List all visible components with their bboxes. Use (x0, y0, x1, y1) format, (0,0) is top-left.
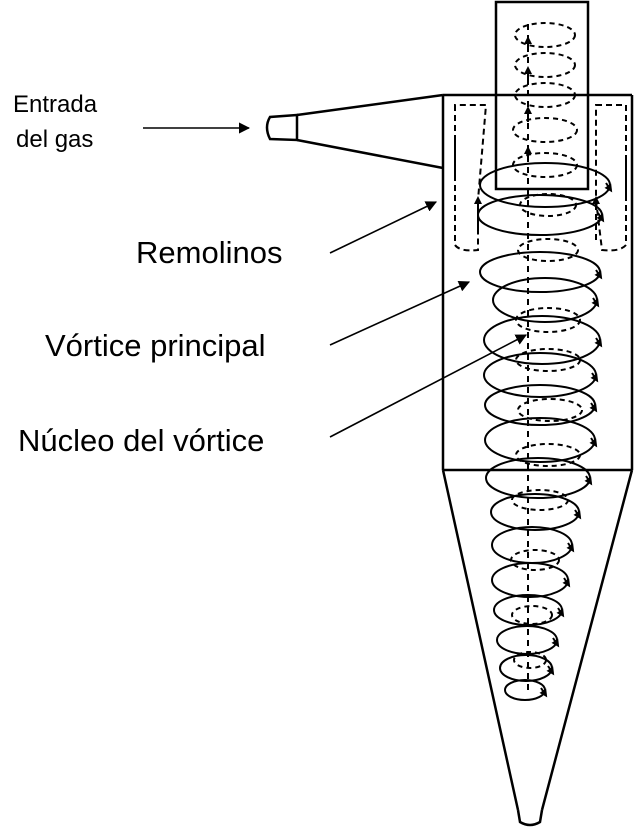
main-vortex-turn (490, 493, 580, 531)
main-vortex-arrow (584, 475, 593, 486)
dust-outlet (516, 809, 544, 827)
main-vortex-turn (485, 457, 591, 499)
cone-wall (441, 469, 634, 811)
main-vortex-label: Vórtice principal (45, 328, 266, 363)
main-vortex-turn (499, 654, 553, 682)
main-vortex-leader (329, 281, 471, 346)
core-vortex-turn (511, 489, 569, 511)
main-vortex-arrow (551, 637, 560, 648)
main-vortex-arrow (596, 212, 605, 223)
main-vortex-spiral (477, 162, 613, 701)
main-vortex-arrow (556, 607, 565, 618)
core-vortex-turn (512, 117, 578, 143)
main-vortex-arrow (594, 337, 603, 348)
main-vortex-turn (504, 679, 546, 701)
main-vortex-turn (491, 526, 573, 564)
core-vortex-turn (514, 22, 576, 48)
main-vortex-arrow (539, 687, 548, 698)
eddy-right (595, 104, 627, 252)
gas-inlet-label-2: del gas (16, 126, 93, 153)
core-vortex-turn (514, 82, 576, 108)
main-vortex-arrow (604, 182, 613, 193)
core-vortex-turn (517, 398, 583, 422)
main-vortex-arrow (566, 542, 575, 553)
main-vortex-arrow (546, 665, 555, 676)
core-vortex-turn (517, 238, 579, 262)
eddy-left (454, 104, 488, 252)
inlet-duct (296, 93, 444, 170)
main-vortex-turn (479, 251, 601, 293)
eddies-leader (329, 201, 438, 254)
eddy-right-arrows (596, 160, 627, 240)
main-vortex-turn (483, 315, 601, 365)
leader-lines (143, 122, 527, 438)
cylinder-wall (441, 93, 634, 470)
main-vortex-arrow (590, 372, 599, 383)
inlet-mouth (265, 113, 299, 142)
main-vortex-arrow (562, 577, 571, 588)
vortex-core-label: Núcleo del vórtice (18, 423, 264, 458)
vortex-core-leader (329, 334, 527, 438)
main-vortex-arrow (589, 437, 598, 448)
cyclone-body (265, 0, 634, 827)
main-vortex-turn (491, 562, 569, 598)
main-vortex-arrow (591, 297, 600, 308)
core-vortex-turn (514, 52, 576, 78)
main-vortex-arrow (594, 269, 603, 280)
gas-inlet-label-1: Entrada (13, 91, 98, 118)
main-vortex-arrow (589, 402, 598, 413)
main-vortex-arrow (573, 509, 582, 520)
eddy-left-arrows (454, 140, 478, 230)
eddies-label: Remolinos (136, 235, 282, 270)
vortex-finder-tube (494, 0, 590, 191)
core-vortex-turn (515, 307, 581, 333)
core-vortex-turn (511, 605, 553, 625)
